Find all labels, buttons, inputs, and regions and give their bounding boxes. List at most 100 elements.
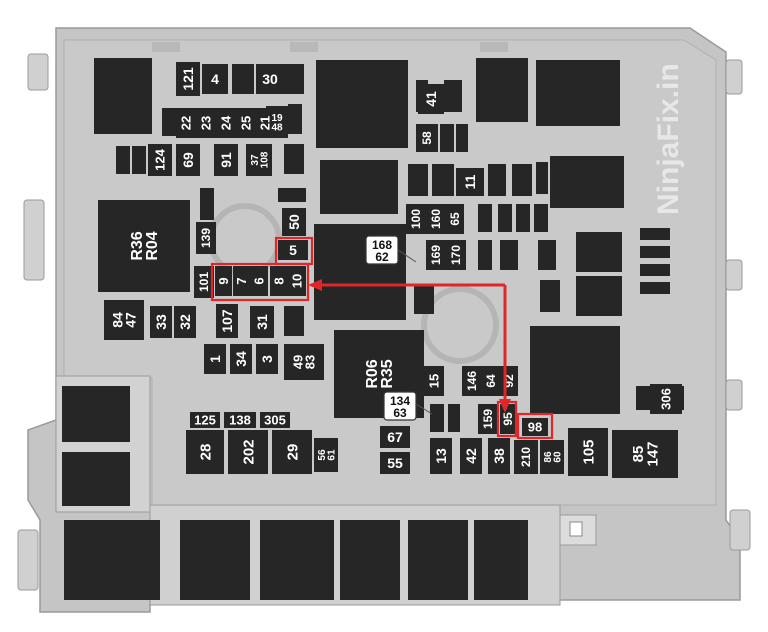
fuse-label-f100: 100 — [409, 209, 423, 229]
fuse-f101 — [194, 266, 214, 298]
small-fuse — [284, 64, 304, 94]
watermark-text: NinjaFix.in — [652, 63, 685, 215]
fuse-f159 — [478, 404, 498, 434]
fuse-f91 — [214, 144, 238, 176]
relay-block — [576, 276, 622, 316]
fuse-f170 — [446, 240, 466, 270]
fuse-f210 — [514, 440, 538, 474]
fuse-label-f24: 24 — [219, 115, 234, 130]
fuse-label-f3: 3 — [259, 355, 275, 363]
fuse-label-f6: 6 — [252, 277, 267, 284]
fuse-label-f95: 95 — [501, 412, 515, 426]
fuse-label-f121: 121 — [180, 67, 196, 91]
relay-block — [476, 58, 528, 122]
fuse-label-f42: 42 — [463, 448, 479, 464]
fuse-f139 — [196, 222, 216, 254]
fuse-f138 — [224, 412, 256, 428]
fuse-label-f69: 69 — [180, 152, 196, 168]
relay-block — [474, 520, 528, 600]
fuse-f121 — [176, 62, 200, 96]
fuse-label-f98: 98 — [528, 420, 542, 435]
relay-block — [576, 232, 622, 272]
fuse-f33 — [150, 306, 172, 338]
fuse-highlight-box — [210, 262, 310, 302]
small-fuse — [540, 280, 560, 312]
fuse-f1 — [204, 344, 226, 374]
fuse-label-f169: 169 — [429, 245, 443, 265]
fuse-label-f305: 305 — [264, 413, 286, 428]
fuse-label-f170: 170 — [449, 245, 463, 265]
arrow-head-down — [499, 399, 511, 413]
small-fuse — [414, 284, 434, 314]
fuse-f64 — [482, 366, 500, 396]
fuse-f125 — [190, 412, 220, 428]
relay-block — [536, 60, 620, 126]
small-fuse — [456, 124, 468, 152]
fuse-label-f33: 33 — [153, 314, 169, 330]
fuse-f19_48 — [266, 106, 288, 138]
fuse-label-r36_r04: R36R04 — [129, 231, 161, 260]
fuse-f146 — [462, 366, 482, 396]
relay-block — [62, 386, 130, 442]
fuse-f38 — [488, 438, 510, 474]
small-fuse — [408, 164, 428, 196]
fuse-f13 — [430, 438, 452, 474]
fuse-label-f25: 25 — [239, 116, 254, 130]
fuse-f7 — [233, 266, 250, 296]
fuse-label-r06_r35: R06R35 — [364, 359, 396, 388]
fuse-components — [62, 58, 684, 600]
fuse-f100 — [406, 204, 426, 234]
small-fuse — [478, 204, 492, 232]
small-fuse — [478, 240, 492, 270]
fuse-f95 — [500, 404, 516, 434]
fuse-label-f107: 107 — [219, 309, 235, 333]
small-fuse — [444, 80, 462, 112]
fuse-f32 — [174, 306, 196, 338]
small-fuse — [278, 188, 306, 202]
small-fuse — [288, 104, 302, 134]
small-fuse — [430, 404, 444, 432]
small-fuse — [448, 404, 460, 432]
small-fuse — [640, 282, 670, 294]
fuse-label-f124: 124 — [153, 148, 168, 170]
fuse-f305 — [260, 412, 290, 428]
fuse-f28 — [186, 430, 224, 474]
relay-block — [260, 520, 334, 600]
fuse-f55 — [380, 452, 410, 474]
fuse-label-f67: 67 — [387, 429, 403, 445]
relay-block — [94, 58, 152, 134]
fuse-highlight-box — [516, 412, 554, 440]
fuse-f306 — [650, 384, 682, 414]
small-fuse — [538, 240, 556, 270]
relay-block — [64, 520, 160, 600]
fuse-f107 — [216, 304, 238, 338]
small-fuse — [116, 146, 130, 174]
fuse-label-f56_61: 5661 — [317, 449, 338, 461]
fuse-f5 — [278, 240, 308, 260]
fuse-f22 — [176, 108, 196, 138]
fuse-label-f29: 29 — [284, 444, 301, 461]
fuse-label-f306: 306 — [659, 388, 674, 410]
fuse-f202 — [228, 430, 268, 474]
fuse-label-f9: 9 — [216, 277, 231, 284]
fuse-label-f50: 50 — [286, 214, 302, 230]
small-fuse — [534, 204, 548, 232]
fuse-label-f84_47: 8447 — [109, 312, 138, 328]
fuse-label-f7: 7 — [234, 277, 249, 284]
fuse-label-f146: 146 — [465, 371, 479, 391]
fuse-f85_147 — [612, 430, 678, 478]
fuse-label-f65: 65 — [448, 212, 462, 226]
fuse-label-f85_147: 85147 — [630, 441, 661, 466]
fuse-label-f8: 8 — [272, 277, 287, 284]
fuse-f31 — [250, 306, 274, 338]
fuse-label-f125: 125 — [194, 413, 216, 428]
fuse-f49_83 — [284, 344, 324, 380]
fuse-f29 — [272, 430, 312, 474]
relay-block — [530, 326, 620, 414]
fuse-label-f11: 11 — [462, 174, 478, 189]
